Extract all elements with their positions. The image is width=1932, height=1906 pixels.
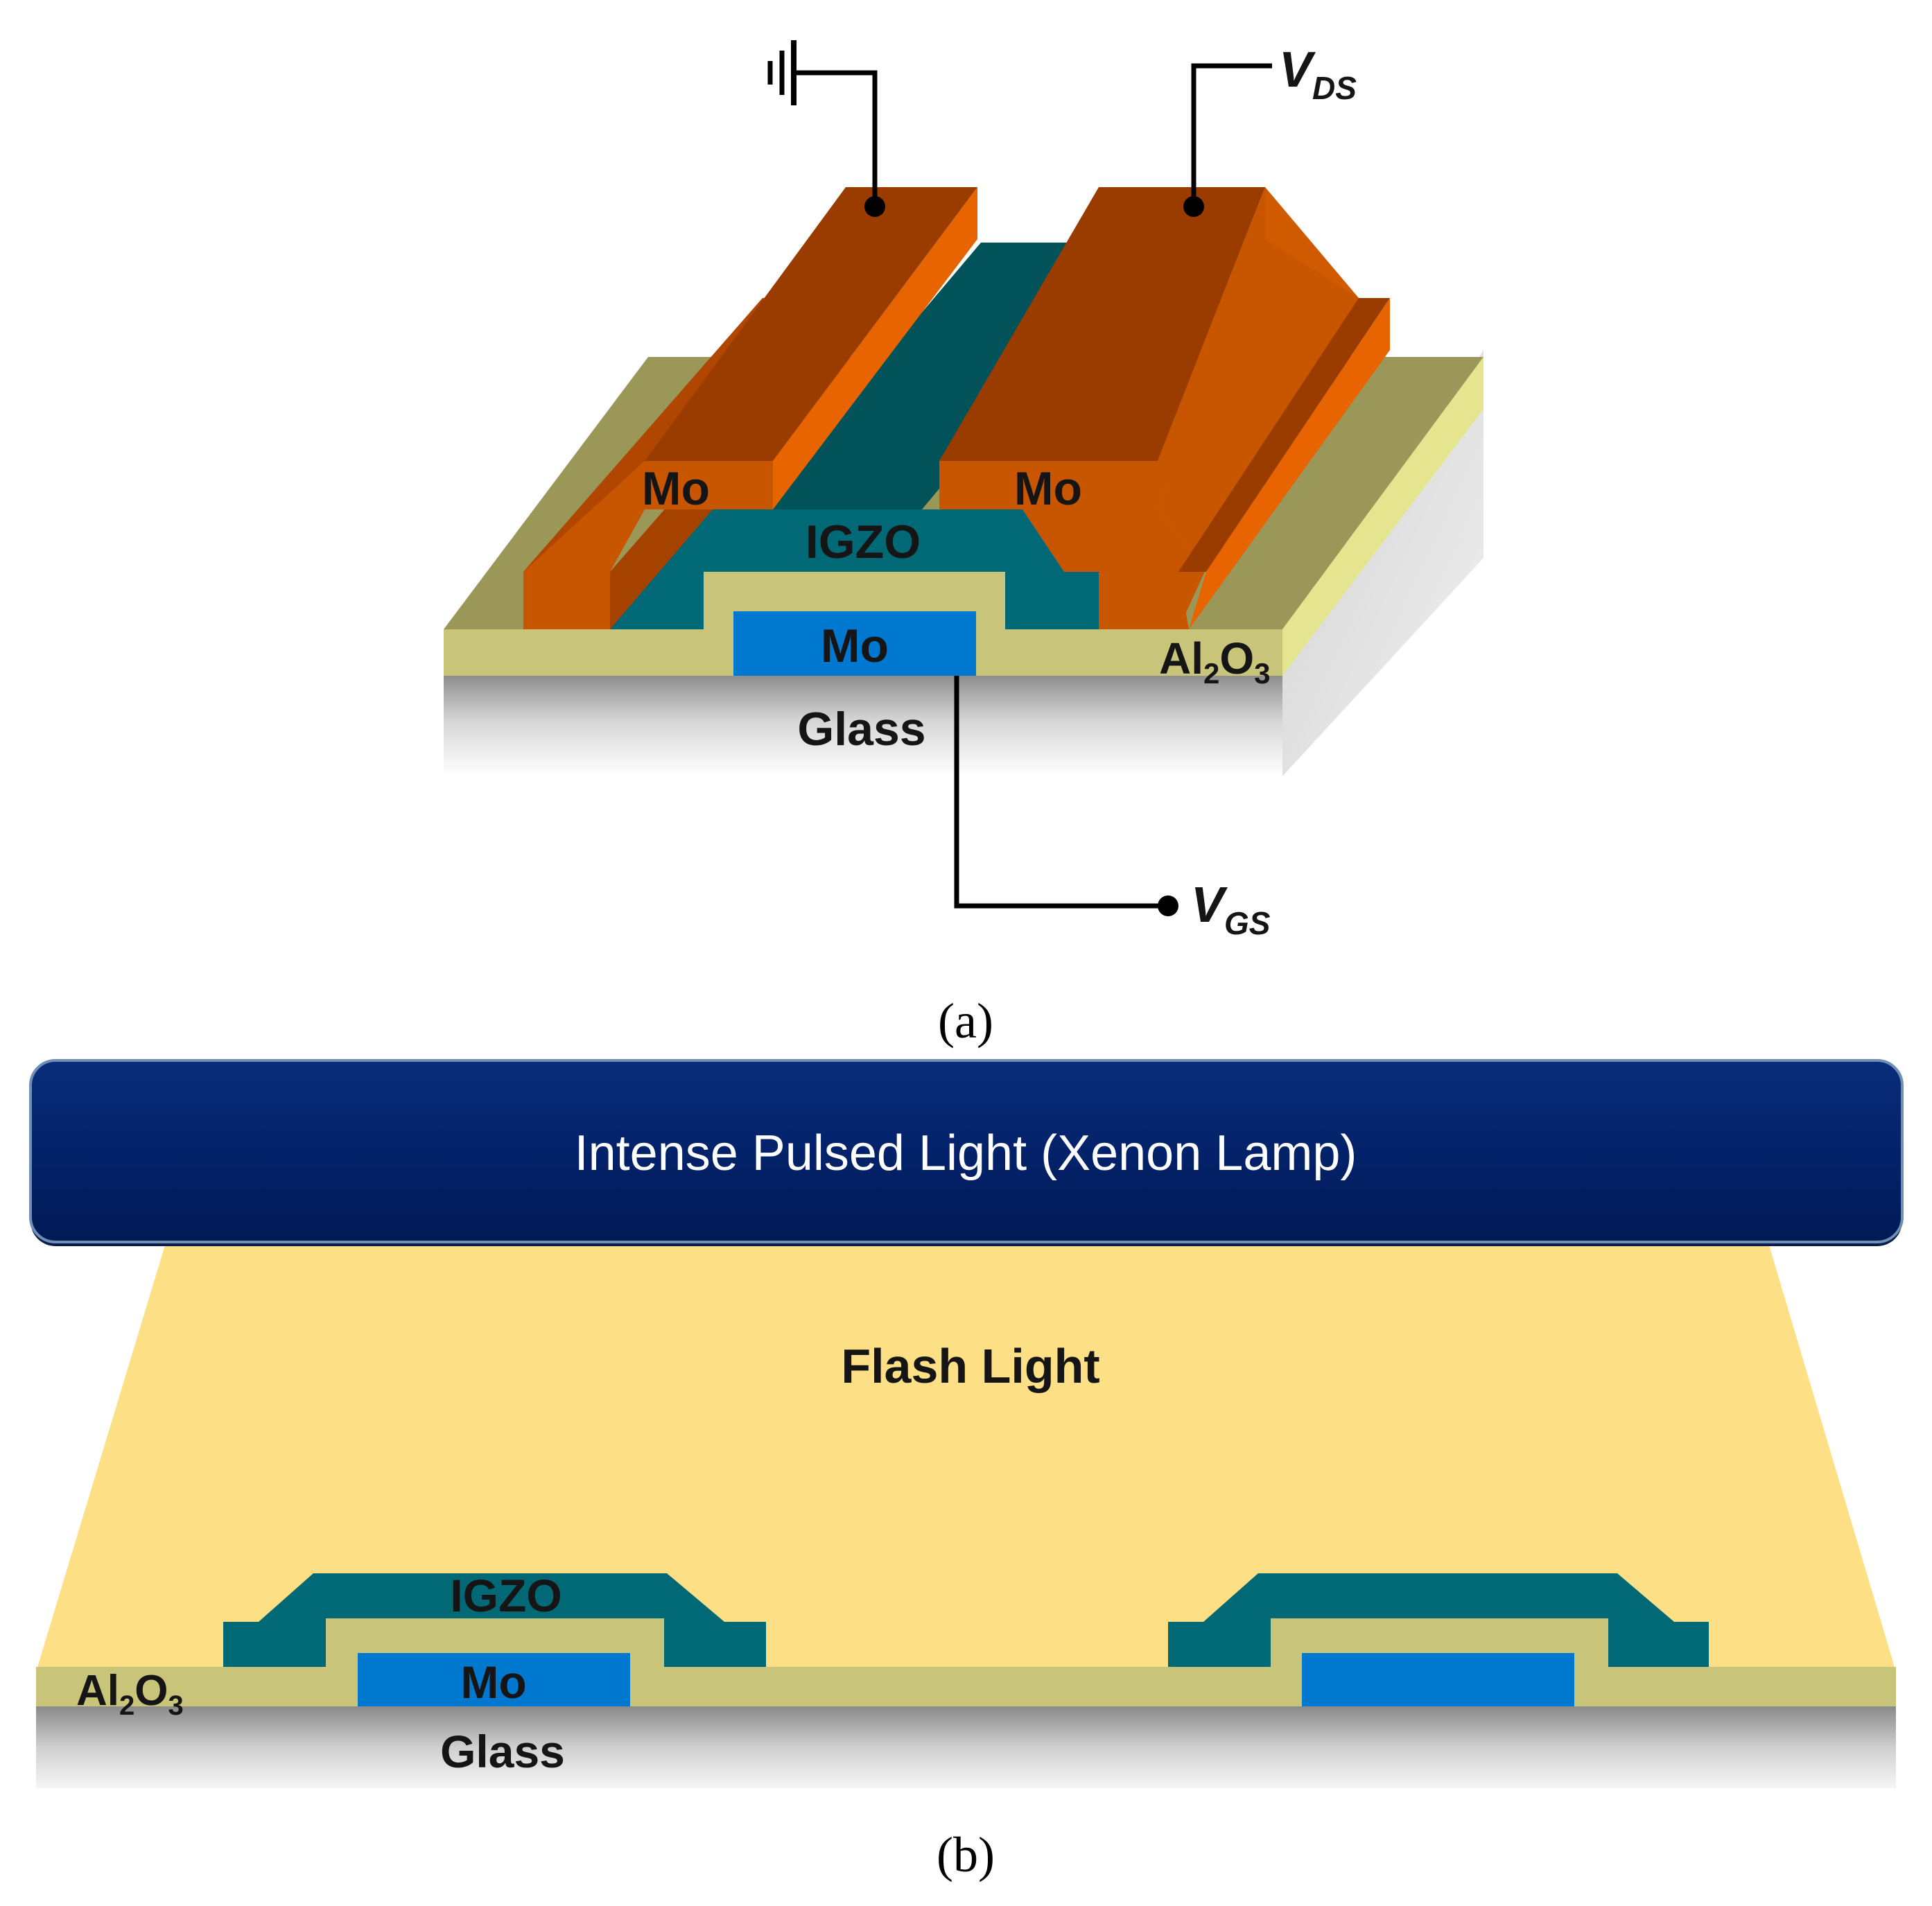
vgs-label: VGS <box>1191 877 1271 941</box>
caption-a: (a) <box>938 993 993 1049</box>
vgs-wire <box>954 676 1168 909</box>
glass-substrate-front <box>444 676 1282 776</box>
caption-b: (b) <box>937 1827 995 1882</box>
gate-mo-left <box>358 1653 630 1706</box>
panel-b: Intense Pulsed Light (Xenon Lamp) Flash … <box>29 1059 1904 1882</box>
vds-label: VDS <box>1279 42 1357 106</box>
source-contact-dot <box>864 196 885 217</box>
gate-mo <box>733 611 976 676</box>
source-mo-contact <box>523 187 977 629</box>
drain-contact-dot <box>1183 196 1204 217</box>
mo-drain-label: Mo <box>1014 462 1082 515</box>
glass-label-b: Glass <box>440 1726 565 1777</box>
igzo-front <box>610 509 1099 629</box>
drain-mo-contact <box>939 187 1390 629</box>
ground-icon <box>767 40 797 105</box>
glass-label: Glass <box>797 703 925 755</box>
lamp-label: Intense Pulsed Light (Xenon Lamp) <box>575 1126 1357 1181</box>
flash-light-label: Flash Light <box>841 1339 1099 1393</box>
al2o3-side <box>1282 357 1483 676</box>
vgs-terminal-dot <box>1158 895 1178 916</box>
ground-wire <box>794 70 878 207</box>
vds-wire <box>1191 63 1272 207</box>
wiring <box>794 63 1272 909</box>
igzo-label-b: IGZO <box>450 1570 562 1621</box>
gate-mo-label: Mo <box>821 620 889 672</box>
glass-substrate <box>36 1706 1896 1788</box>
panel-a: Mo Mo IGZO Mo Glass Al2O3 VDS VGS (a) <box>444 40 1483 1049</box>
igzo-island-left <box>223 1573 766 1667</box>
gate-mo-label-b: Mo <box>460 1656 526 1708</box>
al2o3-label-b: Al2O3 <box>76 1667 184 1721</box>
igzo-label: IGZO <box>806 516 921 568</box>
mo-source-label: Mo <box>642 462 710 515</box>
flash-light-beam <box>36 1241 1896 1672</box>
gate-mo-right <box>1302 1653 1574 1706</box>
igzo-island-right <box>1168 1573 1709 1667</box>
al2o3-label: Al2O3 <box>1159 633 1271 690</box>
xenon-lamp <box>29 1059 1904 1243</box>
